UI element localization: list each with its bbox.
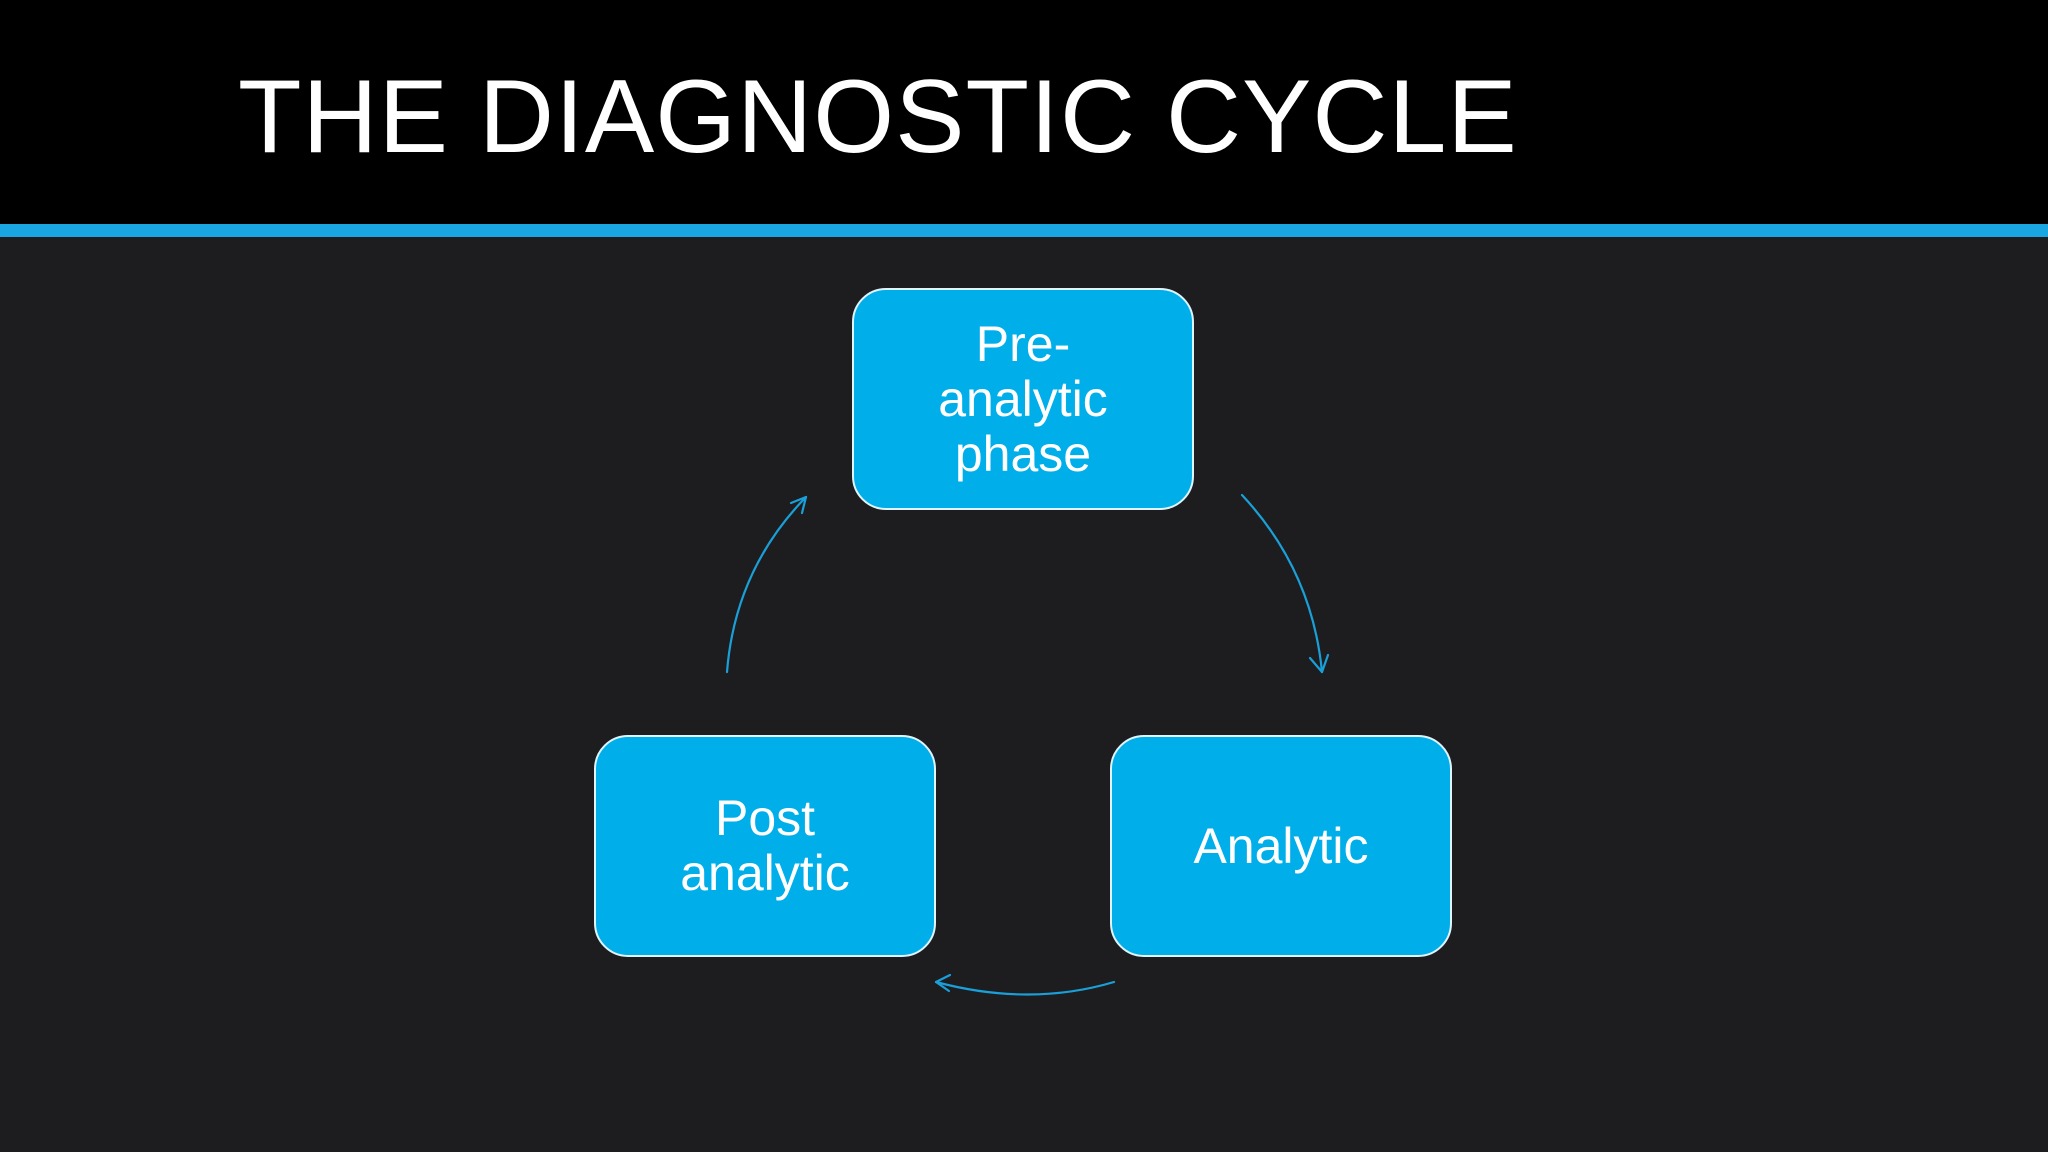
arrow-pre-to-analytic: [1240, 493, 1330, 674]
node-pre-analytic-phase: Pre- analytic phase: [852, 288, 1194, 510]
arrow-analytic-to-post: [934, 973, 1116, 996]
node-post-analytic-label: Post analytic: [680, 790, 850, 901]
header-band: THE DIAGNOSTIC CYCLE: [0, 0, 2048, 224]
accent-divider: [0, 224, 2048, 237]
arrow-analytic-to-post-curve: [934, 980, 1116, 996]
arrow-pre-to-analytic-head: [1308, 653, 1330, 674]
arrow-pre-to-analytic-curve: [1240, 493, 1324, 674]
node-post-analytic: Post analytic: [594, 735, 936, 957]
arrow-post-to-pre-curve: [725, 495, 808, 674]
arrow-post-to-pre-head: [789, 495, 808, 515]
arrow-analytic-to-post-head: [934, 973, 952, 993]
slide-title: THE DIAGNOSTIC CYCLE: [238, 59, 1518, 175]
node-analytic-label: Analytic: [1193, 817, 1369, 874]
node-analytic: Analytic: [1110, 735, 1452, 957]
arrow-post-to-pre: [725, 495, 808, 674]
node-pre-analytic-phase-label: Pre- analytic phase: [938, 315, 1108, 482]
